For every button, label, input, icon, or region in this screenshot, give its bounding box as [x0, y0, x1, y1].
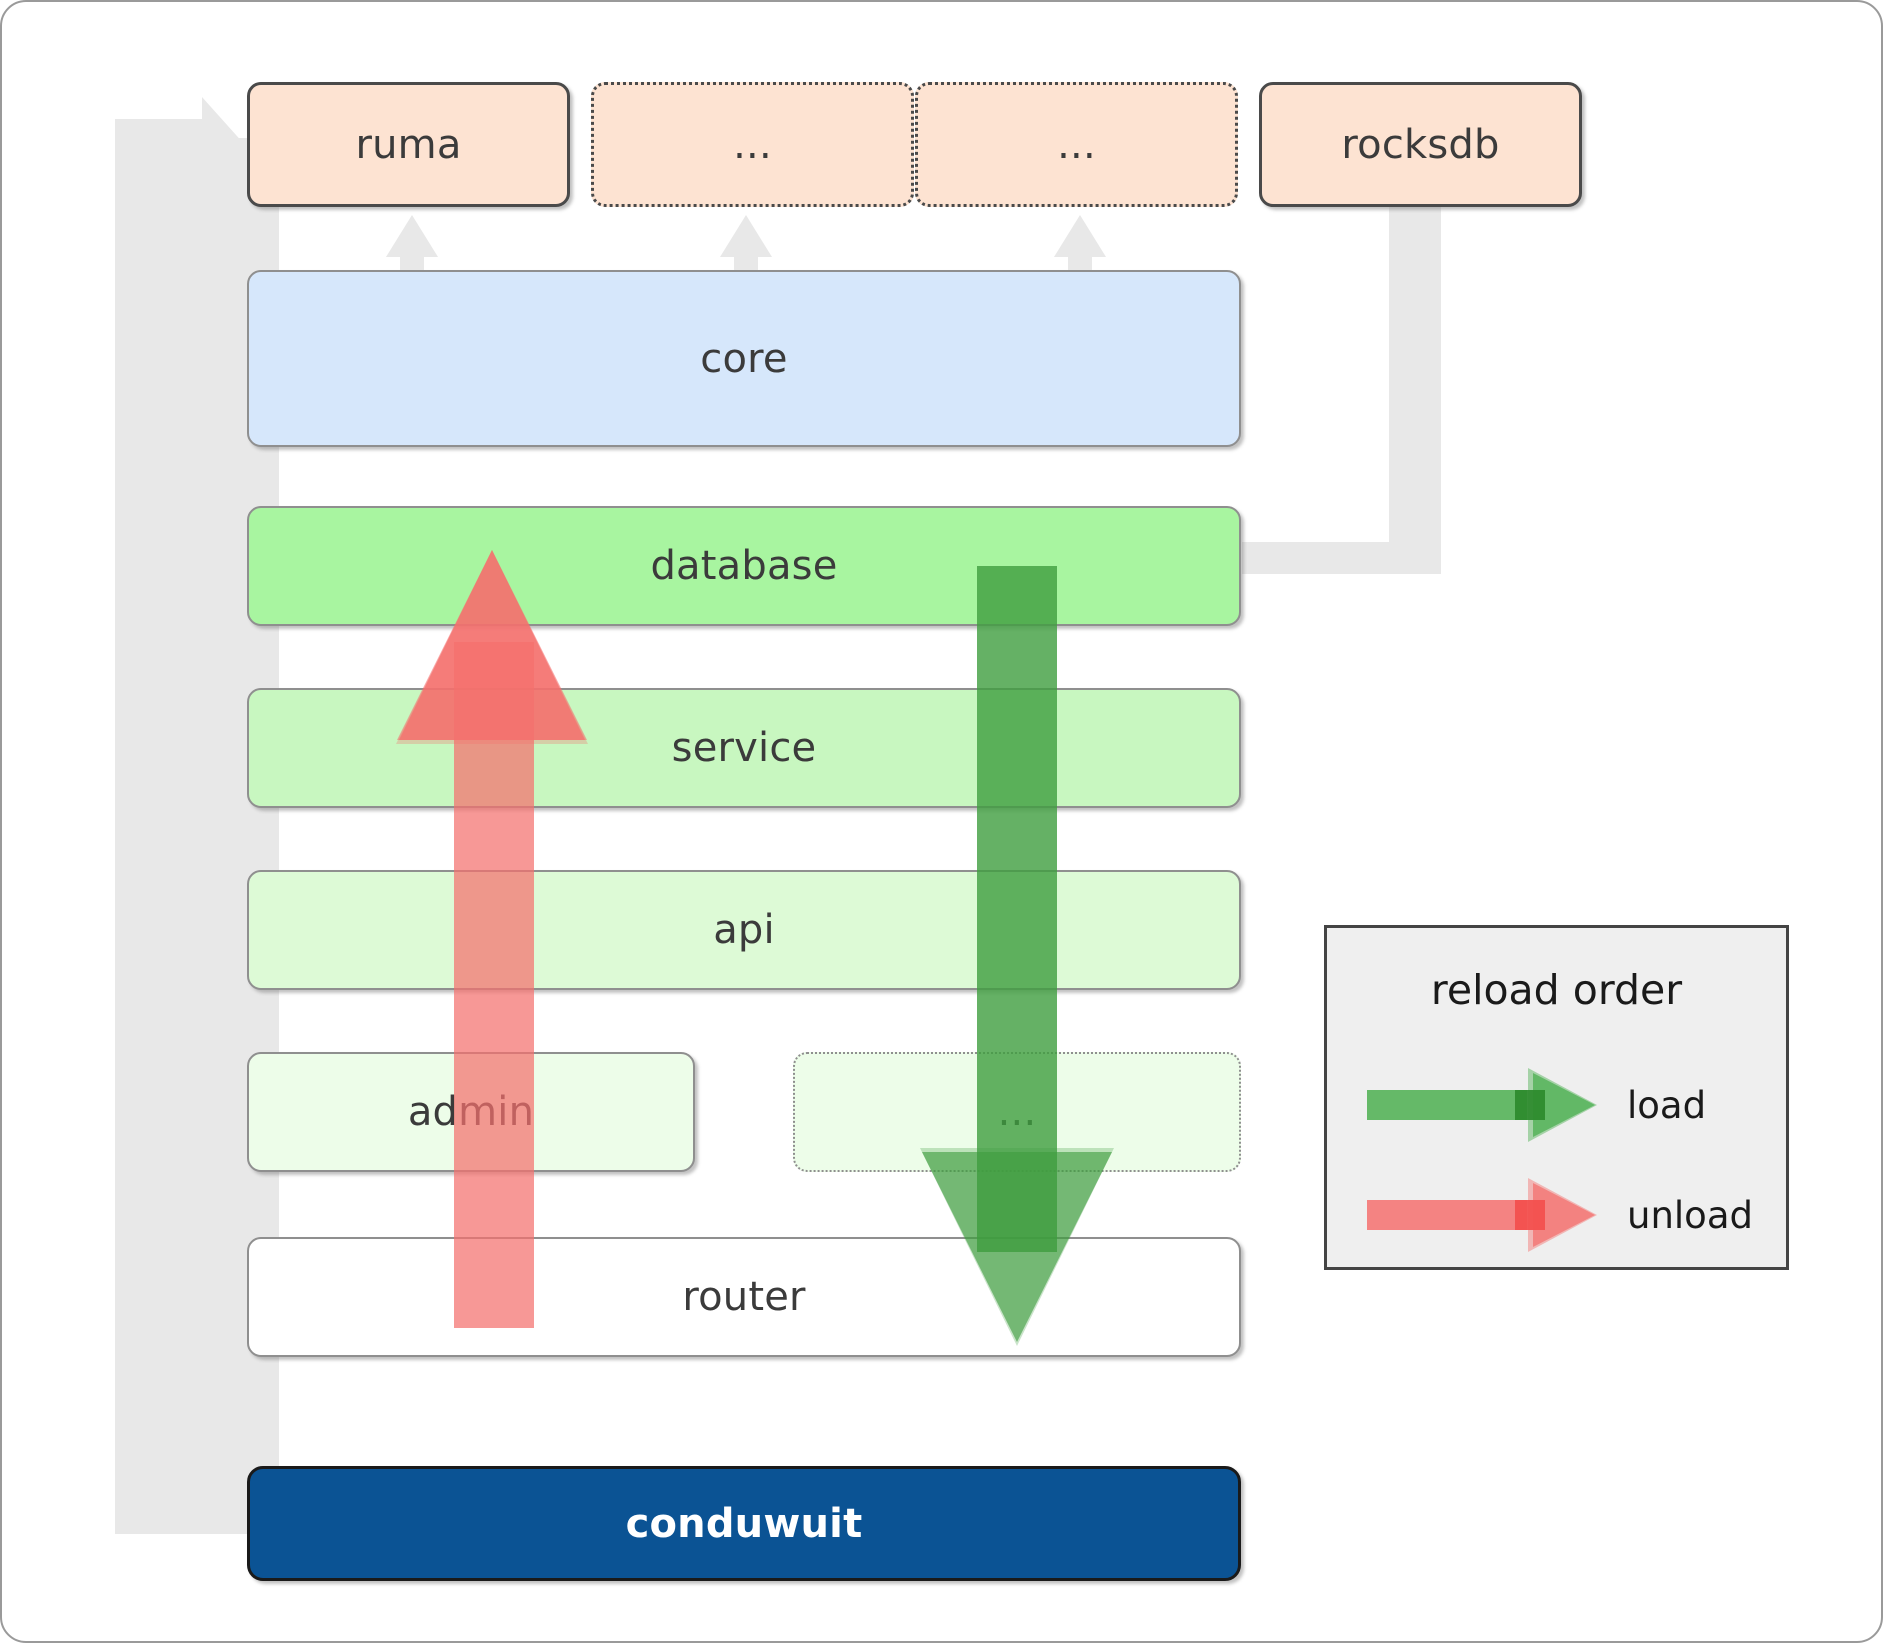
node-admin[interactable]: admin [247, 1052, 695, 1172]
node-label: ... [997, 1089, 1037, 1135]
legend-row-load: load [1365, 1060, 1765, 1150]
node-conduwuit[interactable]: conduwuit [247, 1466, 1241, 1581]
node-service[interactable]: service [247, 688, 1241, 808]
legend-title: reload order [1430, 966, 1683, 1014]
node-database[interactable]: database [247, 506, 1241, 626]
node-label: ... [733, 121, 772, 168]
load-legend-icon [1367, 1068, 1597, 1142]
node-api[interactable]: api [247, 870, 1241, 990]
node-core[interactable]: core [247, 270, 1241, 447]
node-router[interactable]: router [247, 1237, 1241, 1357]
node-ruma[interactable]: ruma [247, 82, 570, 207]
node-rocksdb[interactable]: rocksdb [1259, 82, 1582, 207]
legend-label-load: load [1627, 1083, 1707, 1127]
node-external-placeholder-1[interactable]: ... [591, 82, 914, 207]
unload-legend-icon [1367, 1178, 1597, 1252]
legend-panel: reload order load unload [1324, 925, 1789, 1270]
node-label: database [650, 543, 838, 589]
node-label: core [700, 335, 788, 382]
node-label: ... [1057, 121, 1096, 168]
node-label: service [671, 725, 817, 771]
legend-row-unload: unload [1365, 1170, 1765, 1260]
node-label: api [713, 907, 775, 953]
node-external-placeholder-2[interactable]: ... [915, 82, 1238, 207]
legend-label-unload: unload [1627, 1193, 1753, 1237]
node-label: rocksdb [1341, 121, 1500, 168]
node-label: admin [407, 1089, 535, 1135]
node-label: router [682, 1274, 806, 1320]
node-label: ruma [355, 121, 462, 168]
node-module-placeholder[interactable]: ... [793, 1052, 1241, 1172]
node-label: conduwuit [625, 1500, 863, 1547]
